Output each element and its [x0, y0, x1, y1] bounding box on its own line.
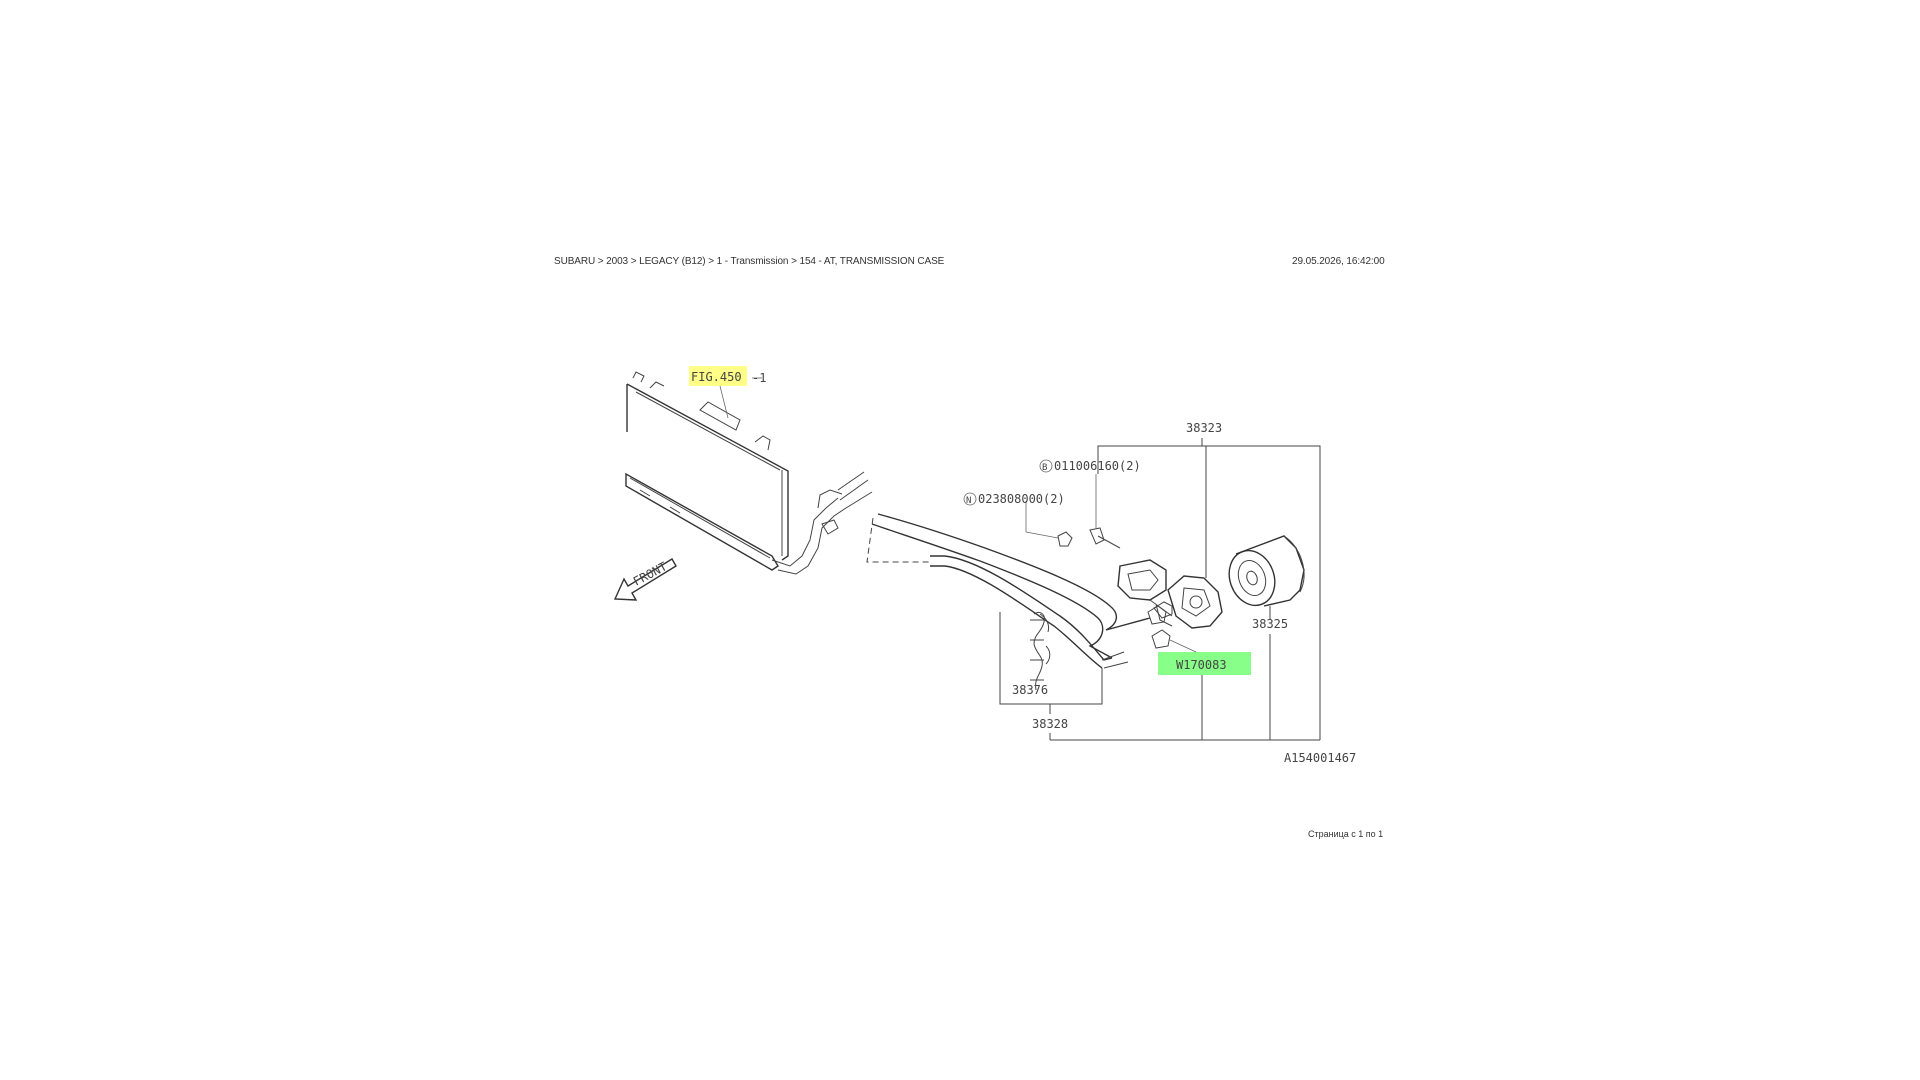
bolt-marker: B — [1042, 463, 1047, 473]
bolt-label[interactable]: 011006160(2) — [1054, 459, 1141, 473]
nut-leader-2 — [1025, 531, 1059, 539]
nut-label[interactable]: 023808000(2) — [978, 492, 1065, 506]
bolt-part — [1089, 527, 1121, 549]
cooler-hose — [871, 513, 1151, 669]
part-38328-label[interactable]: 38328 — [1032, 717, 1068, 731]
nut-marker-circle — [963, 492, 977, 506]
hose-clamp — [1030, 611, 1051, 691]
bolt-marker-circle — [1039, 459, 1053, 473]
nut-part — [1057, 531, 1073, 547]
timestamp: 29.05.2026, 16:42:00 — [1292, 256, 1385, 267]
union-fitting — [1147, 605, 1197, 653]
front-label: FRONT — [631, 559, 669, 588]
fig-ref-suffix: -1 — [752, 371, 766, 385]
part-38376-label[interactable]: 38376 — [1012, 683, 1048, 697]
part-ref-highlight — [1158, 652, 1251, 675]
callout-bracket-38323 — [1097, 438, 1321, 740]
part-w170083-label[interactable]: W170083 — [1176, 658, 1227, 672]
callout-bracket-38328 — [999, 606, 1320, 741]
nut-marker: N — [966, 496, 971, 506]
dashed-guide — [866, 517, 930, 563]
radiator — [625, 371, 789, 571]
oil-filter — [1228, 535, 1305, 607]
oil-cooler-body — [1117, 559, 1223, 629]
drawing-id: A154001467 — [1284, 751, 1356, 765]
page-info: Страница с 1 по 1 — [1308, 829, 1384, 839]
radiator-fitting — [771, 471, 873, 575]
fig-ref-label[interactable]: FIG.450 — [691, 370, 742, 384]
part-38323-label[interactable]: 38323 — [1186, 421, 1222, 435]
fig-ref-highlight — [689, 366, 747, 386]
fig-ref-leader — [719, 385, 729, 419]
breadcrumb: SUBARU > 2003 > LEGACY (B12) > 1 - Trans… — [554, 256, 945, 267]
part-38325-label[interactable]: 38325 — [1252, 617, 1288, 631]
front-arrow-icon — [613, 558, 677, 601]
